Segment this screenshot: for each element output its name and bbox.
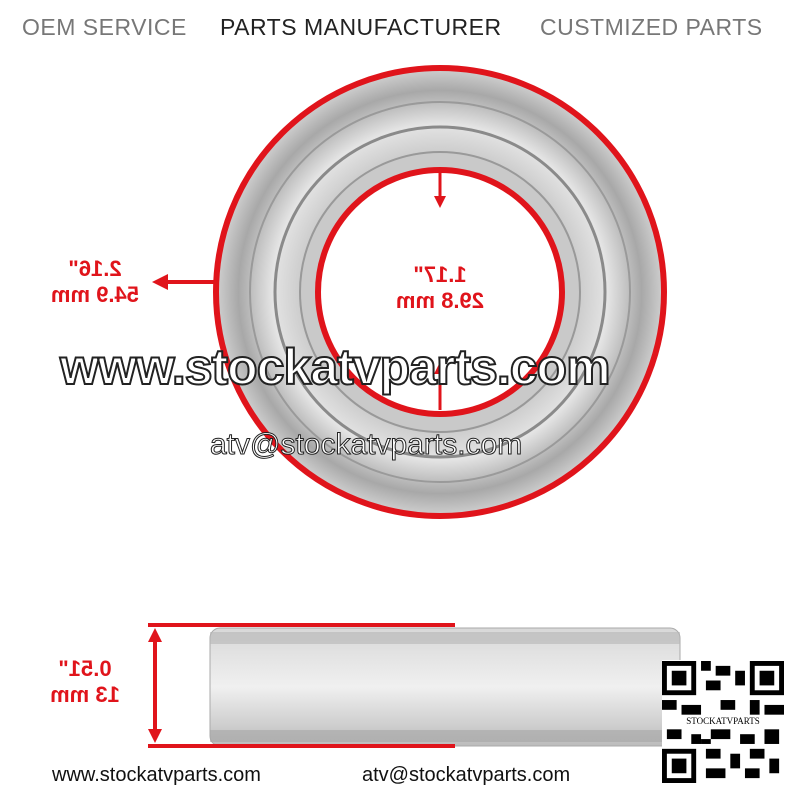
inner-diameter-mm: 29.8 mm	[395, 288, 485, 313]
width-arrow	[148, 623, 455, 748]
outer-diameter-mm: 54.9 mm	[50, 282, 140, 307]
qr-label: STOCKATVPARTS	[662, 716, 784, 726]
outer-diameter-inch: 2.16"	[68, 256, 122, 281]
bearing-front-view	[213, 65, 667, 519]
header-customized-parts: CUSTMIZED PARTS	[540, 14, 763, 40]
outer-diameter-label: 2.16" 54.9 mm	[40, 256, 150, 308]
inner-diameter-label: 1.17" 29.8 mm	[385, 262, 495, 314]
width-mm: 13 mm	[50, 682, 120, 707]
bearing-side-view	[209, 627, 681, 747]
inner-diameter-arrows	[434, 170, 446, 410]
qr-code: STOCKATVPARTS	[662, 660, 784, 784]
qr-pattern	[662, 661, 784, 783]
width-label: 0.51" 13 mm	[30, 656, 140, 708]
inner-diameter-inch: 1.17"	[413, 262, 467, 287]
header-parts-manufacturer: PARTS MANUFACTURER	[220, 14, 502, 40]
header-oem-service: OEM SERVICE	[22, 14, 187, 40]
footer-email-link[interactable]: atv@stockatvparts.com	[362, 764, 571, 786]
footer-site-link[interactable]: www.stockatvparts.com	[52, 764, 261, 786]
watermark-site: www.stockatvparts.com	[59, 338, 612, 396]
outer-diameter-arrow	[152, 274, 215, 290]
width-inch: 0.51"	[58, 656, 112, 681]
watermark-email: atv@stockatvparts.com	[209, 428, 523, 462]
